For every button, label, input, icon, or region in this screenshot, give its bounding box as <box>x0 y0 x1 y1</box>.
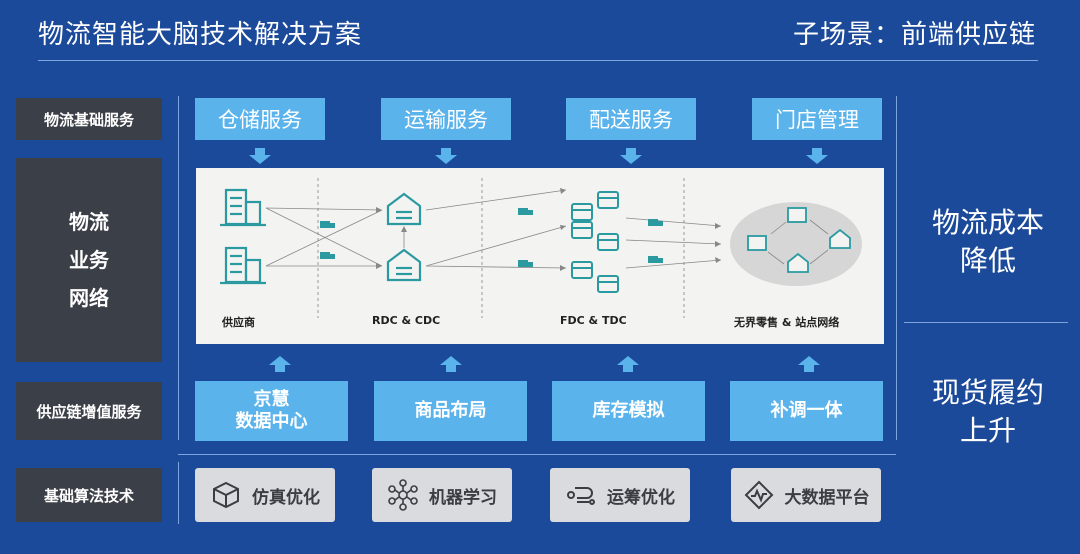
service-box-transport: 运输服务 <box>381 98 511 140</box>
algo-box-or: 运筹优化 <box>550 468 690 522</box>
left-divider-bottom <box>178 462 179 524</box>
outcome-divider <box>904 322 1068 323</box>
flow-icon <box>567 487 595 505</box>
algo-label: 大数据平台 <box>784 487 870 508</box>
house-icon <box>829 228 851 249</box>
service-box-delivery: 配送服务 <box>566 98 696 140</box>
algo-label: 仿真优化 <box>252 487 320 508</box>
page-title: 物流智能大脑技术解决方案 <box>38 20 363 50</box>
stage-label-rdc: RDC & CDC <box>372 314 441 327</box>
vas-box-data-center: 京慧 数据中心 <box>195 381 348 441</box>
stage-label-retail: 无界零售 & 站点网络 <box>734 316 840 329</box>
algo-box-simulation: 仿真优化 <box>195 468 335 522</box>
vas-box-product-layout: 商品布局 <box>374 381 527 441</box>
row-label-business-network: 物流 业务 网络 <box>16 158 162 362</box>
algo-divider <box>178 454 896 455</box>
network-label-line-1: 物流 <box>69 210 109 234</box>
arrow-up-icon <box>440 356 462 372</box>
outcome-cost-line-1: 物流成本 <box>931 206 1044 239</box>
outcome-fulfillment-line-1: 现货履约 <box>931 376 1044 409</box>
header-divider <box>38 60 1038 61</box>
vas-box-replenish: 补调一体 <box>730 381 883 441</box>
arrow-up-icon <box>269 356 291 372</box>
store-icon <box>571 191 619 293</box>
logistics-network-panel: 供应商 RDC & CDC FDC & TDC 无界零售 & 站点网络 <box>196 168 884 344</box>
algo-box-ml: 机器学习 <box>372 468 512 522</box>
warehouse-icon <box>386 248 422 282</box>
store-icon <box>747 235 767 251</box>
outcome-fulfillment-line-2: 上升 <box>959 414 1016 447</box>
service-box-warehousing: 仓储服务 <box>195 98 325 140</box>
algo-box-bigdata: 大数据平台 <box>731 468 881 522</box>
arrow-up-icon <box>798 356 820 372</box>
vas-line-1: 京慧 <box>253 389 290 410</box>
left-divider <box>178 96 179 440</box>
arrow-down-icon <box>806 148 828 164</box>
service-box-store-mgmt: 门店管理 <box>752 98 882 140</box>
arrow-down-icon <box>435 148 457 164</box>
supplier-building-icon <box>220 246 266 285</box>
network-nodes-icon <box>388 479 418 511</box>
warehouse-icon <box>386 192 422 226</box>
arrow-up-icon <box>617 356 639 372</box>
network-label-line-2: 业务 <box>69 248 109 272</box>
right-divider <box>896 96 897 440</box>
truck-icon <box>320 208 663 267</box>
outcome-fulfillment: 现货履约 上升 <box>906 374 1070 450</box>
vas-box-inventory-sim: 库存模拟 <box>552 381 705 441</box>
arrow-down-icon <box>249 148 271 164</box>
arrow-down-icon <box>620 148 642 164</box>
supplier-building-icon <box>220 188 266 227</box>
retail-network-ellipse <box>730 202 862 286</box>
network-label-line-3: 网络 <box>69 286 109 310</box>
data-wave-icon <box>744 480 773 510</box>
algo-label: 运筹优化 <box>607 487 675 508</box>
algo-label: 机器学习 <box>429 487 497 508</box>
page-subtitle: 子场景：前端供应链 <box>792 20 1036 50</box>
outcome-cost-line-2: 降低 <box>959 244 1016 277</box>
cube-icon <box>213 481 239 509</box>
house-icon <box>787 252 809 273</box>
row-label-algorithms: 基础算法技术 <box>16 468 162 522</box>
store-icon <box>787 207 807 223</box>
network-diagram <box>220 178 862 318</box>
stage-label-supplier: 供应商 <box>222 316 255 329</box>
vas-line-2: 数据中心 <box>235 411 308 432</box>
outcome-cost: 物流成本 降低 <box>906 204 1070 280</box>
stage-label-fdc: FDC & TDC <box>560 314 627 327</box>
row-label-value-added: 供应链增值服务 <box>16 382 162 440</box>
row-label-basic-services: 物流基础服务 <box>16 98 162 140</box>
